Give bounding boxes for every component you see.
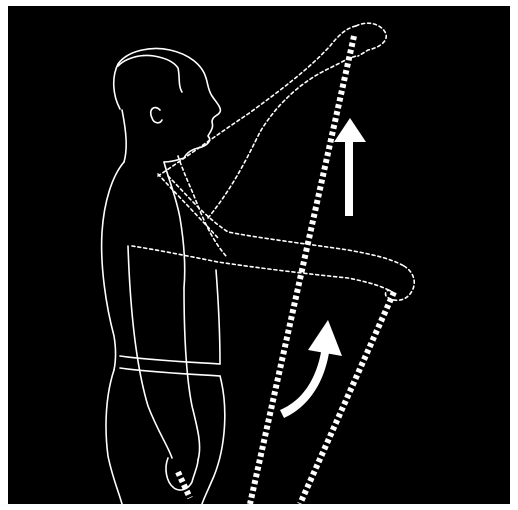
raised-hand (356, 23, 386, 56)
mid-hand (385, 266, 414, 300)
back-outline (102, 162, 124, 370)
ear-outline (151, 108, 162, 123)
lower-band (300, 292, 394, 504)
waist-band (120, 356, 220, 364)
arrow-up-icon (334, 118, 366, 216)
raised-arm-lower-edge (208, 56, 358, 218)
leg-back-outline (106, 370, 122, 504)
figure-panel (8, 6, 510, 504)
mid-arm-lower-edge (132, 246, 392, 292)
neck-outline (122, 110, 126, 162)
waist-band-lower (120, 368, 220, 376)
curved-arrow-up-icon (280, 320, 342, 418)
shoulder-sweep (178, 156, 226, 256)
belly-outline (216, 270, 220, 364)
mid-arm-upper-edge (168, 176, 404, 266)
exercise-illustration (8, 6, 510, 504)
person-figure (102, 49, 225, 504)
chest-outline (164, 162, 185, 288)
torso-dashed-sweep (158, 174, 218, 238)
motion-arrows (280, 118, 366, 418)
hanging-arm-back (128, 246, 172, 458)
leg-front-outline (202, 376, 225, 504)
upper-band (250, 36, 354, 504)
resistance-bands (178, 36, 394, 504)
hand-handle (178, 472, 190, 498)
hair-outline (118, 55, 182, 92)
